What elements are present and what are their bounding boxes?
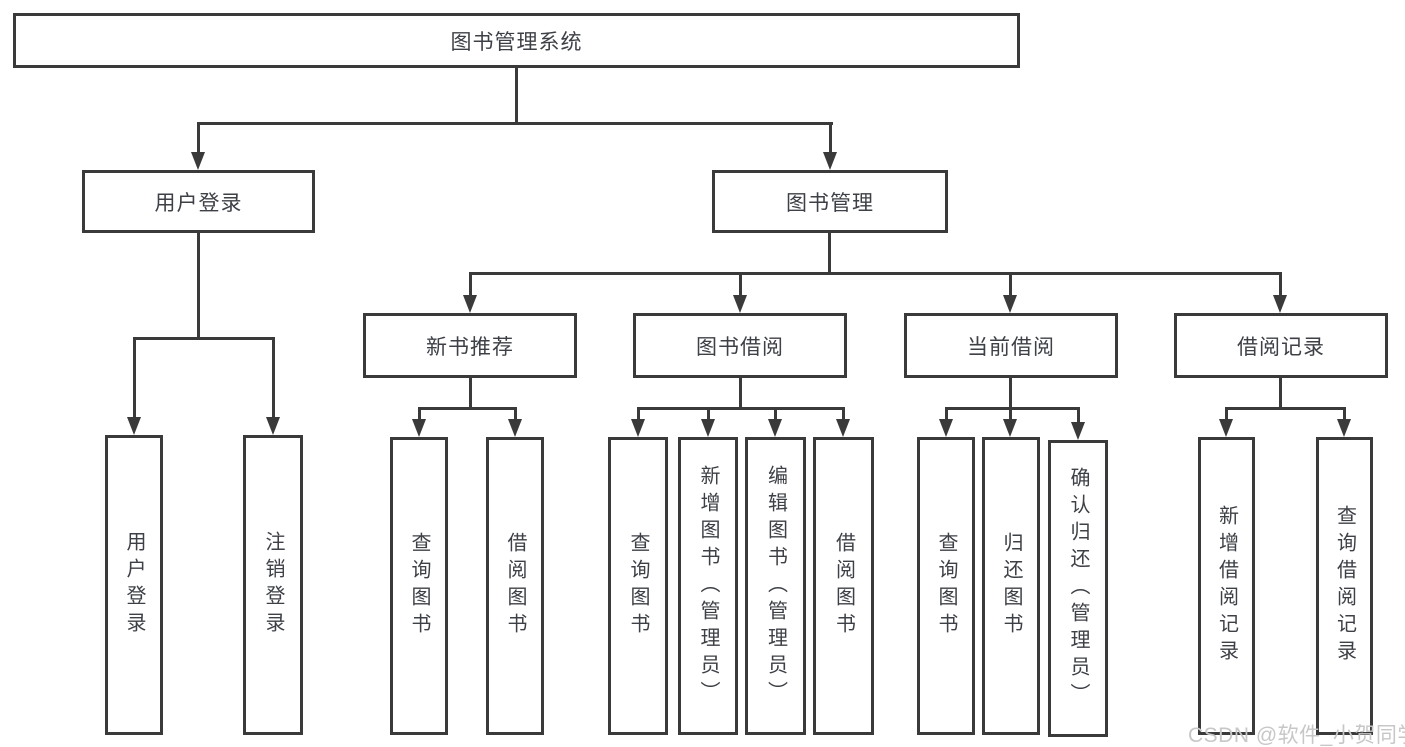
node-book-borrowing: 图书借阅 bbox=[633, 313, 847, 378]
connector-stem bbox=[637, 409, 640, 419]
connector-borrowing-bus bbox=[637, 407, 845, 410]
arrow-down-icon bbox=[768, 419, 782, 437]
node-label: 归还图书 bbox=[1000, 532, 1022, 640]
arrow-down-icon bbox=[836, 419, 850, 437]
node-user-login: 用户登录 bbox=[82, 170, 315, 233]
connector-stem bbox=[1077, 409, 1080, 422]
arrow-down-icon bbox=[1273, 295, 1287, 313]
node-label: 注销登录 bbox=[262, 531, 284, 639]
connector-stem bbox=[1343, 409, 1346, 419]
arrow-down-icon bbox=[463, 295, 477, 313]
connector-stem bbox=[469, 274, 472, 295]
node-leaf-return-books: 归还图书 bbox=[982, 437, 1040, 735]
node-label: 新增图书（管理员） bbox=[697, 464, 719, 708]
arrow-down-icon bbox=[1003, 295, 1017, 313]
node-leaf-query-borrow-record: 查询借阅记录 bbox=[1316, 437, 1373, 735]
node-label: 图书借阅 bbox=[696, 335, 784, 359]
node-leaf-add-borrow-record: 新增借阅记录 bbox=[1198, 437, 1255, 735]
connector-stem bbox=[1279, 274, 1282, 295]
arrow-down-icon bbox=[1003, 419, 1017, 437]
node-label: 借阅记录 bbox=[1237, 335, 1325, 359]
arrow-down-icon bbox=[939, 419, 953, 437]
node-leaf-borrow-books-recommend: 借阅图书 bbox=[486, 437, 544, 735]
node-leaf-user-login: 用户登录 bbox=[105, 435, 163, 735]
arrow-down-icon bbox=[508, 419, 522, 437]
node-label: 查询借阅记录 bbox=[1333, 505, 1356, 667]
connector-stem bbox=[133, 339, 136, 417]
node-leaf-logout: 注销登录 bbox=[243, 435, 303, 735]
node-label: 查询图书 bbox=[935, 532, 957, 640]
connector-stem bbox=[774, 409, 777, 419]
connector-stem bbox=[272, 339, 275, 417]
connector-stem bbox=[514, 409, 517, 419]
arrow-down-icon bbox=[701, 419, 715, 437]
arrow-down-icon bbox=[1071, 422, 1085, 440]
node-library-management-system: 图书管理系统 bbox=[13, 13, 1020, 68]
node-label: 借阅图书 bbox=[504, 532, 526, 640]
connector-records-bus bbox=[1225, 407, 1346, 410]
arrow-down-icon bbox=[823, 152, 837, 170]
arrow-down-icon bbox=[266, 417, 280, 435]
connector-current-bus bbox=[945, 407, 1080, 410]
node-book-management: 图书管理 bbox=[712, 170, 948, 233]
connector-stem bbox=[1225, 409, 1228, 419]
connector-current-stem bbox=[1009, 378, 1012, 407]
node-leaf-query-books-recommend: 查询图书 bbox=[390, 437, 448, 735]
arrow-down-icon bbox=[127, 417, 141, 435]
connector-book-mgmt-stem bbox=[828, 233, 831, 272]
connector-stem bbox=[197, 122, 200, 152]
arrow-down-icon bbox=[1337, 419, 1351, 437]
arrow-down-icon bbox=[631, 419, 645, 437]
arrow-down-icon bbox=[733, 295, 747, 313]
connector-stem bbox=[842, 409, 845, 419]
connector-stem bbox=[739, 274, 742, 295]
node-label: 编辑图书（管理员） bbox=[764, 464, 787, 708]
node-new-book-recommendation: 新书推荐 bbox=[363, 313, 577, 378]
connector-records-stem bbox=[1279, 378, 1282, 407]
node-leaf-confirm-return-admin: 确认归还（管理员） bbox=[1048, 440, 1108, 737]
connector-level1-bus bbox=[197, 122, 833, 125]
node-label: 确认归还（管理员） bbox=[1067, 467, 1089, 710]
node-label: 查询图书 bbox=[627, 532, 649, 640]
node-current-borrowing: 当前借阅 bbox=[904, 313, 1118, 378]
node-leaf-add-books-admin: 新增图书（管理员） bbox=[678, 437, 738, 735]
connector-recommend-stem bbox=[469, 378, 472, 407]
node-label: 借阅图书 bbox=[832, 532, 855, 640]
connector-stem bbox=[829, 122, 832, 152]
csdn-watermark: CSDN @软件_小贺同学 bbox=[1188, 724, 1405, 747]
node-label: 查询图书 bbox=[408, 532, 430, 640]
connector-level2-bus bbox=[469, 272, 1282, 275]
node-label: 用户登录 bbox=[123, 531, 145, 639]
arrow-down-icon bbox=[1219, 419, 1233, 437]
connector-stem bbox=[418, 409, 421, 419]
connector-stem bbox=[1009, 409, 1012, 419]
connector-user-login-stem bbox=[197, 233, 200, 337]
node-leaf-query-books-current: 查询图书 bbox=[917, 437, 975, 735]
node-label: 图书管理系统 bbox=[450, 30, 583, 54]
node-leaf-query-books-borrowing: 查询图书 bbox=[608, 437, 668, 735]
connector-root-stem bbox=[515, 68, 518, 122]
connector-login-bus bbox=[133, 337, 275, 340]
connector-stem bbox=[707, 409, 710, 419]
node-label: 当前借阅 bbox=[967, 335, 1055, 359]
connector-stem bbox=[1009, 274, 1012, 295]
node-borrowing-records: 借阅记录 bbox=[1174, 313, 1388, 378]
node-label: 新书推荐 bbox=[426, 335, 514, 359]
node-leaf-edit-books-admin: 编辑图书（管理员） bbox=[745, 437, 806, 735]
connector-recommend-bus bbox=[418, 407, 517, 410]
node-label: 新增借阅记录 bbox=[1215, 505, 1238, 667]
node-leaf-borrow-books: 借阅图书 bbox=[813, 437, 874, 735]
node-label: 用户登录 bbox=[154, 191, 243, 215]
connector-borrowing-stem bbox=[739, 378, 742, 407]
node-label: 图书管理 bbox=[786, 191, 874, 215]
arrow-down-icon bbox=[412, 419, 426, 437]
connector-stem bbox=[945, 409, 948, 419]
arrow-down-icon bbox=[191, 152, 205, 170]
